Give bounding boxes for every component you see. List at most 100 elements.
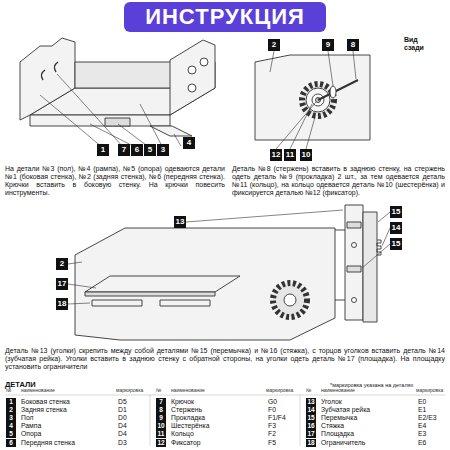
callout-number: 17 <box>56 278 68 290</box>
title-banner: ИНСТРУКЦИЯ <box>124 2 326 32</box>
side-wall <box>20 38 75 120</box>
table-cell: Кольцо <box>171 430 194 438</box>
part-number: 2 <box>6 406 16 414</box>
callout-number: 15 <box>390 238 402 250</box>
callout-number: 9 <box>322 39 334 51</box>
table-rules <box>5 395 445 446</box>
table-cell: D0 <box>118 414 127 422</box>
limiter <box>92 300 142 306</box>
column-header: маркировка <box>266 388 293 394</box>
part-number: 11 <box>156 430 166 438</box>
table-cell: E6 <box>418 439 426 447</box>
table-cell: Фиксатор <box>171 439 201 447</box>
part-number: 17 <box>306 430 316 438</box>
table-cell: Уголок <box>321 398 342 406</box>
table-cell: E2/E3 <box>418 414 437 422</box>
table-cell: D4 <box>118 422 127 430</box>
table-cell: Площадка <box>321 430 354 438</box>
part-number: 12 <box>156 439 166 447</box>
table-cell: D5 <box>118 398 127 406</box>
table-cell: Шестерёнка <box>171 422 209 430</box>
callout-number: 8 <box>347 39 359 51</box>
part-number: 4 <box>6 422 16 430</box>
limiter <box>160 300 210 306</box>
table-cell: E0 <box>418 398 426 406</box>
hole <box>188 84 196 92</box>
part-number: 1 <box>6 398 16 406</box>
rod <box>318 80 358 100</box>
callout-number: 11 <box>284 149 296 161</box>
part-number: 14 <box>306 406 316 414</box>
table-cell: E3 <box>418 430 426 438</box>
table-cell: Ограничитель <box>321 439 365 447</box>
column-header: № <box>6 388 11 394</box>
callout-number: 3 <box>157 144 169 156</box>
table-cell: F2 <box>268 430 276 438</box>
platform <box>85 276 240 292</box>
part-number: 8 <box>156 406 166 414</box>
instruction-text: Деталь №13 (уголки) скрепить между собой… <box>5 347 445 371</box>
callout-number: 10 <box>300 149 312 161</box>
part-number: 6 <box>6 439 16 447</box>
angle-bracket <box>363 212 377 322</box>
part-number: 5 <box>6 430 16 438</box>
table-cell: Рампа <box>21 422 41 430</box>
gear <box>273 283 307 317</box>
support-part <box>105 118 130 126</box>
column-header: № <box>306 388 311 394</box>
callout-number: 2 <box>56 258 68 270</box>
table-cell: Стержень <box>171 406 202 414</box>
table-cell: Перемычка <box>321 414 357 422</box>
table-cell: F1/F4 <box>268 414 286 422</box>
title: ИНСТРУКЦИЯ <box>145 4 305 30</box>
ring <box>284 294 296 306</box>
angle-bracket <box>345 205 363 320</box>
table-cell: Задняя стенка <box>21 406 67 414</box>
callout-number: 6 <box>131 144 143 156</box>
table-cell: Крючок <box>171 398 194 406</box>
side-wall <box>170 40 215 115</box>
part-number: 16 <box>306 422 316 430</box>
table-cell: E4 <box>418 422 426 430</box>
column-header: наименование <box>21 388 55 394</box>
callout-number: 13 <box>174 216 186 228</box>
hole <box>200 58 208 66</box>
front-wall <box>30 115 170 126</box>
table-cell: Опора <box>21 430 41 438</box>
table-cell: F5 <box>268 439 276 447</box>
callout-number: 14 <box>390 222 402 234</box>
callout-number: 18 <box>56 298 68 310</box>
column-header: наименование <box>321 388 355 394</box>
tie <box>347 266 361 272</box>
back-wall <box>255 55 370 140</box>
ramp-part <box>150 126 192 136</box>
hook <box>41 62 58 80</box>
callout-number: 12 <box>270 149 282 161</box>
callout-number: 2 <box>268 39 280 51</box>
leader-lines <box>40 74 181 148</box>
table-cell: Передняя стенка <box>21 439 75 447</box>
leader-lines <box>270 51 356 149</box>
table-cell: Пол <box>21 414 33 422</box>
table-cell: Зубчатая рейка <box>321 406 370 414</box>
table-cell: Прокладка <box>171 414 205 422</box>
part-number: 15 <box>306 414 316 422</box>
column-header: наименование <box>171 388 205 394</box>
table-cell: E1 <box>418 406 426 414</box>
table-cell: G0 <box>268 398 277 406</box>
table-cell: Боковая стенка <box>21 398 70 406</box>
instruction-text: На детали №3 (пол), №4 (рампа), №5 (опор… <box>5 165 225 197</box>
column-header: маркировка <box>116 388 143 394</box>
part-number: 10 <box>156 422 166 430</box>
washer <box>330 86 336 98</box>
callout-number: 1 <box>97 144 109 156</box>
box-assembly <box>20 38 215 136</box>
table-cell: F0 <box>268 406 276 414</box>
column-header: № <box>156 388 161 394</box>
bridge <box>347 222 361 228</box>
part-number: 7 <box>156 398 166 406</box>
instruction-text: Деталь №8 (стержень) вставить в заднюю с… <box>232 165 445 197</box>
table-cell: D3 <box>118 439 127 447</box>
table-cell: F3 <box>268 422 276 430</box>
